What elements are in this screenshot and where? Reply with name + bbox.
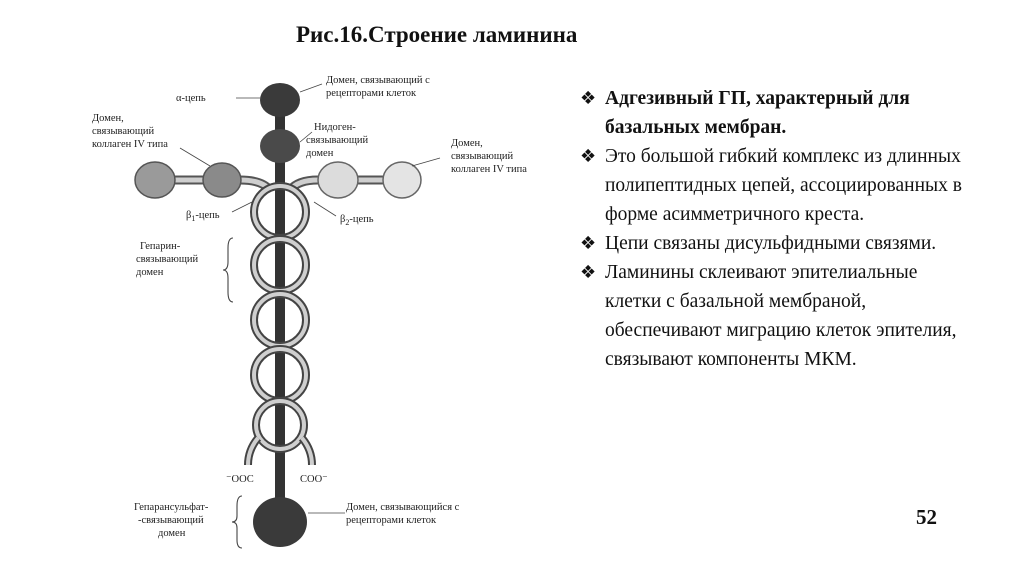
- beta2-chain-label: β2-цепь: [340, 214, 374, 227]
- diamond-bullet-icon: ❖: [580, 88, 597, 109]
- diamond-bullet-icon: ❖: [580, 233, 597, 254]
- bullet-text: Ламинины склеивают эпителиальные клетки …: [605, 262, 957, 370]
- bullet-text: Это большой гибкий комплекс из длинных п…: [605, 146, 962, 225]
- alpha-chain-rod: [275, 98, 285, 523]
- bullet-text: Адгезивный ГП, характерный для базальных…: [605, 88, 910, 138]
- coo-right-label: COO⁻: [300, 474, 328, 485]
- page-number: 52: [916, 505, 937, 529]
- beta1-chain-label: β1-цепь: [186, 210, 220, 223]
- coo-left-label: ⁻OOC: [226, 474, 254, 485]
- bullet-text: Цепи связаны дисульфидными связями.: [605, 233, 937, 254]
- nidogen-domain: [260, 129, 300, 163]
- coiled-coil: [250, 182, 310, 453]
- bottom-g-domain: [253, 497, 307, 547]
- bullet-item: ❖ Адгезивный ГП, характерный для базальн…: [578, 84, 978, 142]
- right-globe-1: [317, 161, 359, 199]
- alpha-top-domain: [260, 83, 300, 117]
- diamond-bullet-icon: ❖: [580, 146, 597, 167]
- alpha-chain-label: α-цепь: [176, 93, 206, 104]
- right-globe-2: [382, 161, 422, 199]
- slide-title: Рис.16.Строение ламинина: [296, 22, 578, 47]
- left-globe-1: [134, 161, 176, 199]
- bullet-item: ❖ Цепи связаны дисульфидными связями.: [578, 229, 978, 258]
- diamond-bullet-icon: ❖: [580, 262, 597, 283]
- left-globe-2: [202, 162, 242, 198]
- bullet-item: ❖ Ламинины склеивают эпителиальные клетк…: [578, 258, 978, 374]
- bullet-list: ❖ Адгезивный ГП, характерный для базальн…: [578, 84, 978, 374]
- heparansulfate-brace: [231, 495, 243, 549]
- bullet-item: ❖ Это большой гибкий комплекс из длинных…: [578, 142, 978, 229]
- heparin-brace: [222, 237, 234, 303]
